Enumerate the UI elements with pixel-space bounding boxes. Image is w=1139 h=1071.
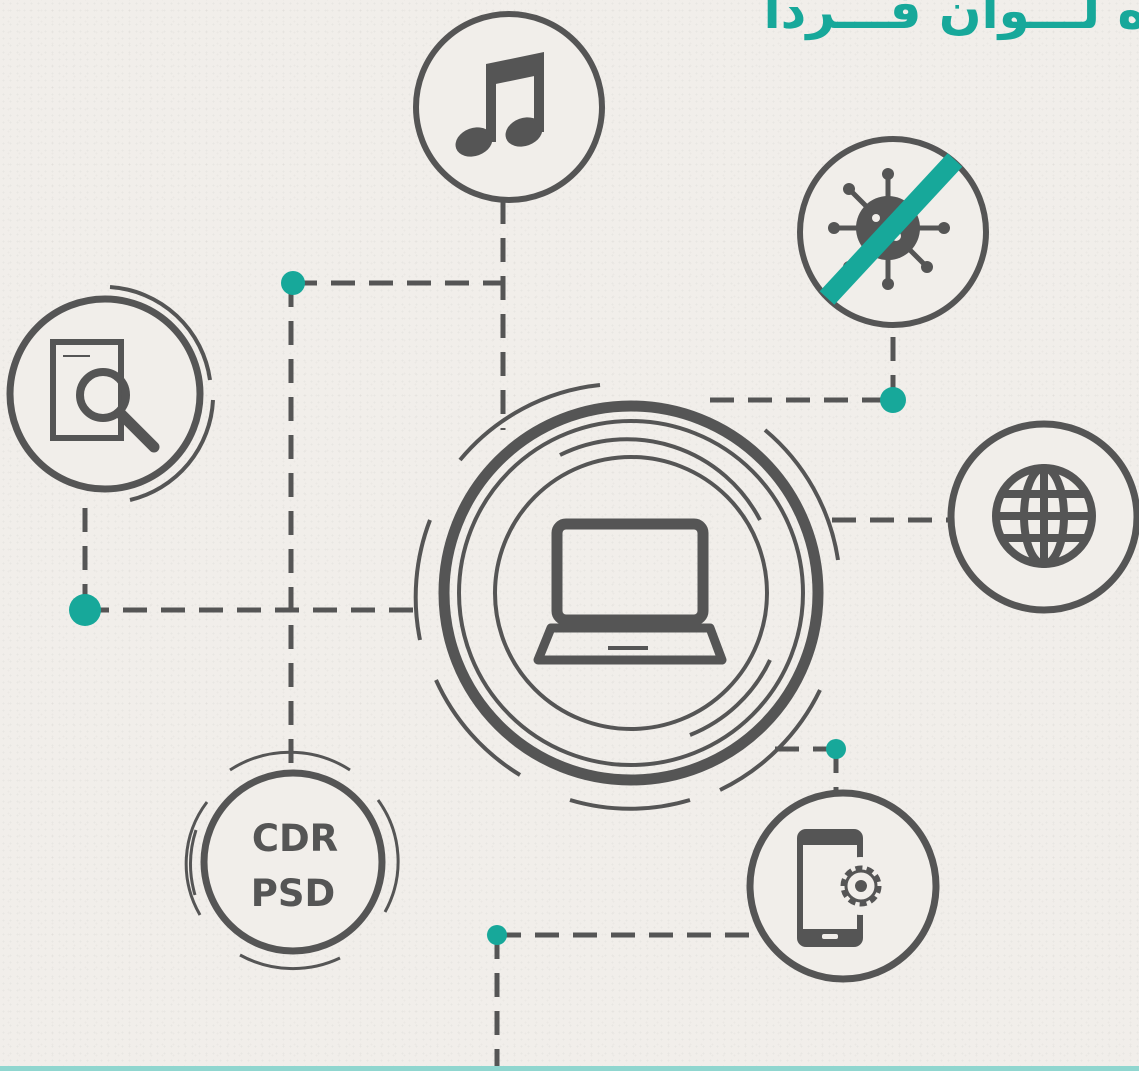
no-virus-icon [819, 153, 963, 305]
central-hub [413, 383, 840, 811]
hub-arc [434, 679, 522, 777]
junction-dot [281, 271, 305, 295]
badge-arc [184, 801, 209, 916]
node-arc [109, 285, 212, 381]
hub-inner-arc [689, 659, 772, 737]
hub-arc [719, 689, 822, 792]
hub-outer-ring [438, 400, 824, 786]
badge-label-line-2: PSD [251, 872, 335, 915]
no-virus-node [797, 136, 989, 328]
document-search-node [6, 285, 215, 502]
badge-arc [376, 799, 400, 913]
junction-dot [487, 925, 507, 945]
gear-icon [840, 865, 882, 907]
hub-inner-ring [493, 455, 769, 731]
hub-arc [569, 798, 691, 811]
junction-dot [880, 387, 906, 413]
hub-middle-ring [457, 419, 805, 767]
header-title: ه لـــوان فـــردا [763, 0, 1139, 40]
badge-arc [189, 829, 198, 896]
junction-dots [69, 271, 906, 945]
junction-dot [826, 739, 846, 759]
hub-arc [458, 383, 601, 462]
music-note-icon [455, 52, 544, 157]
globe-node [947, 420, 1139, 614]
hub-arc [763, 428, 840, 561]
file-format-badge: CDR PSD [184, 750, 400, 971]
junction-dot [69, 594, 101, 626]
music-node [413, 11, 605, 203]
badge-label-line-1: CDR [252, 817, 338, 860]
document-search-icon [50, 339, 160, 453]
phone-settings-icon [797, 829, 890, 947]
hub-inner-arc [559, 437, 762, 521]
hub-arc [413, 519, 432, 641]
globe-icon [992, 464, 1096, 568]
bottom-accent-strip [0, 1066, 1139, 1071]
laptop-icon [533, 518, 727, 665]
badge-arc [229, 750, 351, 772]
badge-arc [239, 953, 341, 971]
phone-settings-node [746, 789, 940, 983]
node-arc [129, 399, 215, 502]
